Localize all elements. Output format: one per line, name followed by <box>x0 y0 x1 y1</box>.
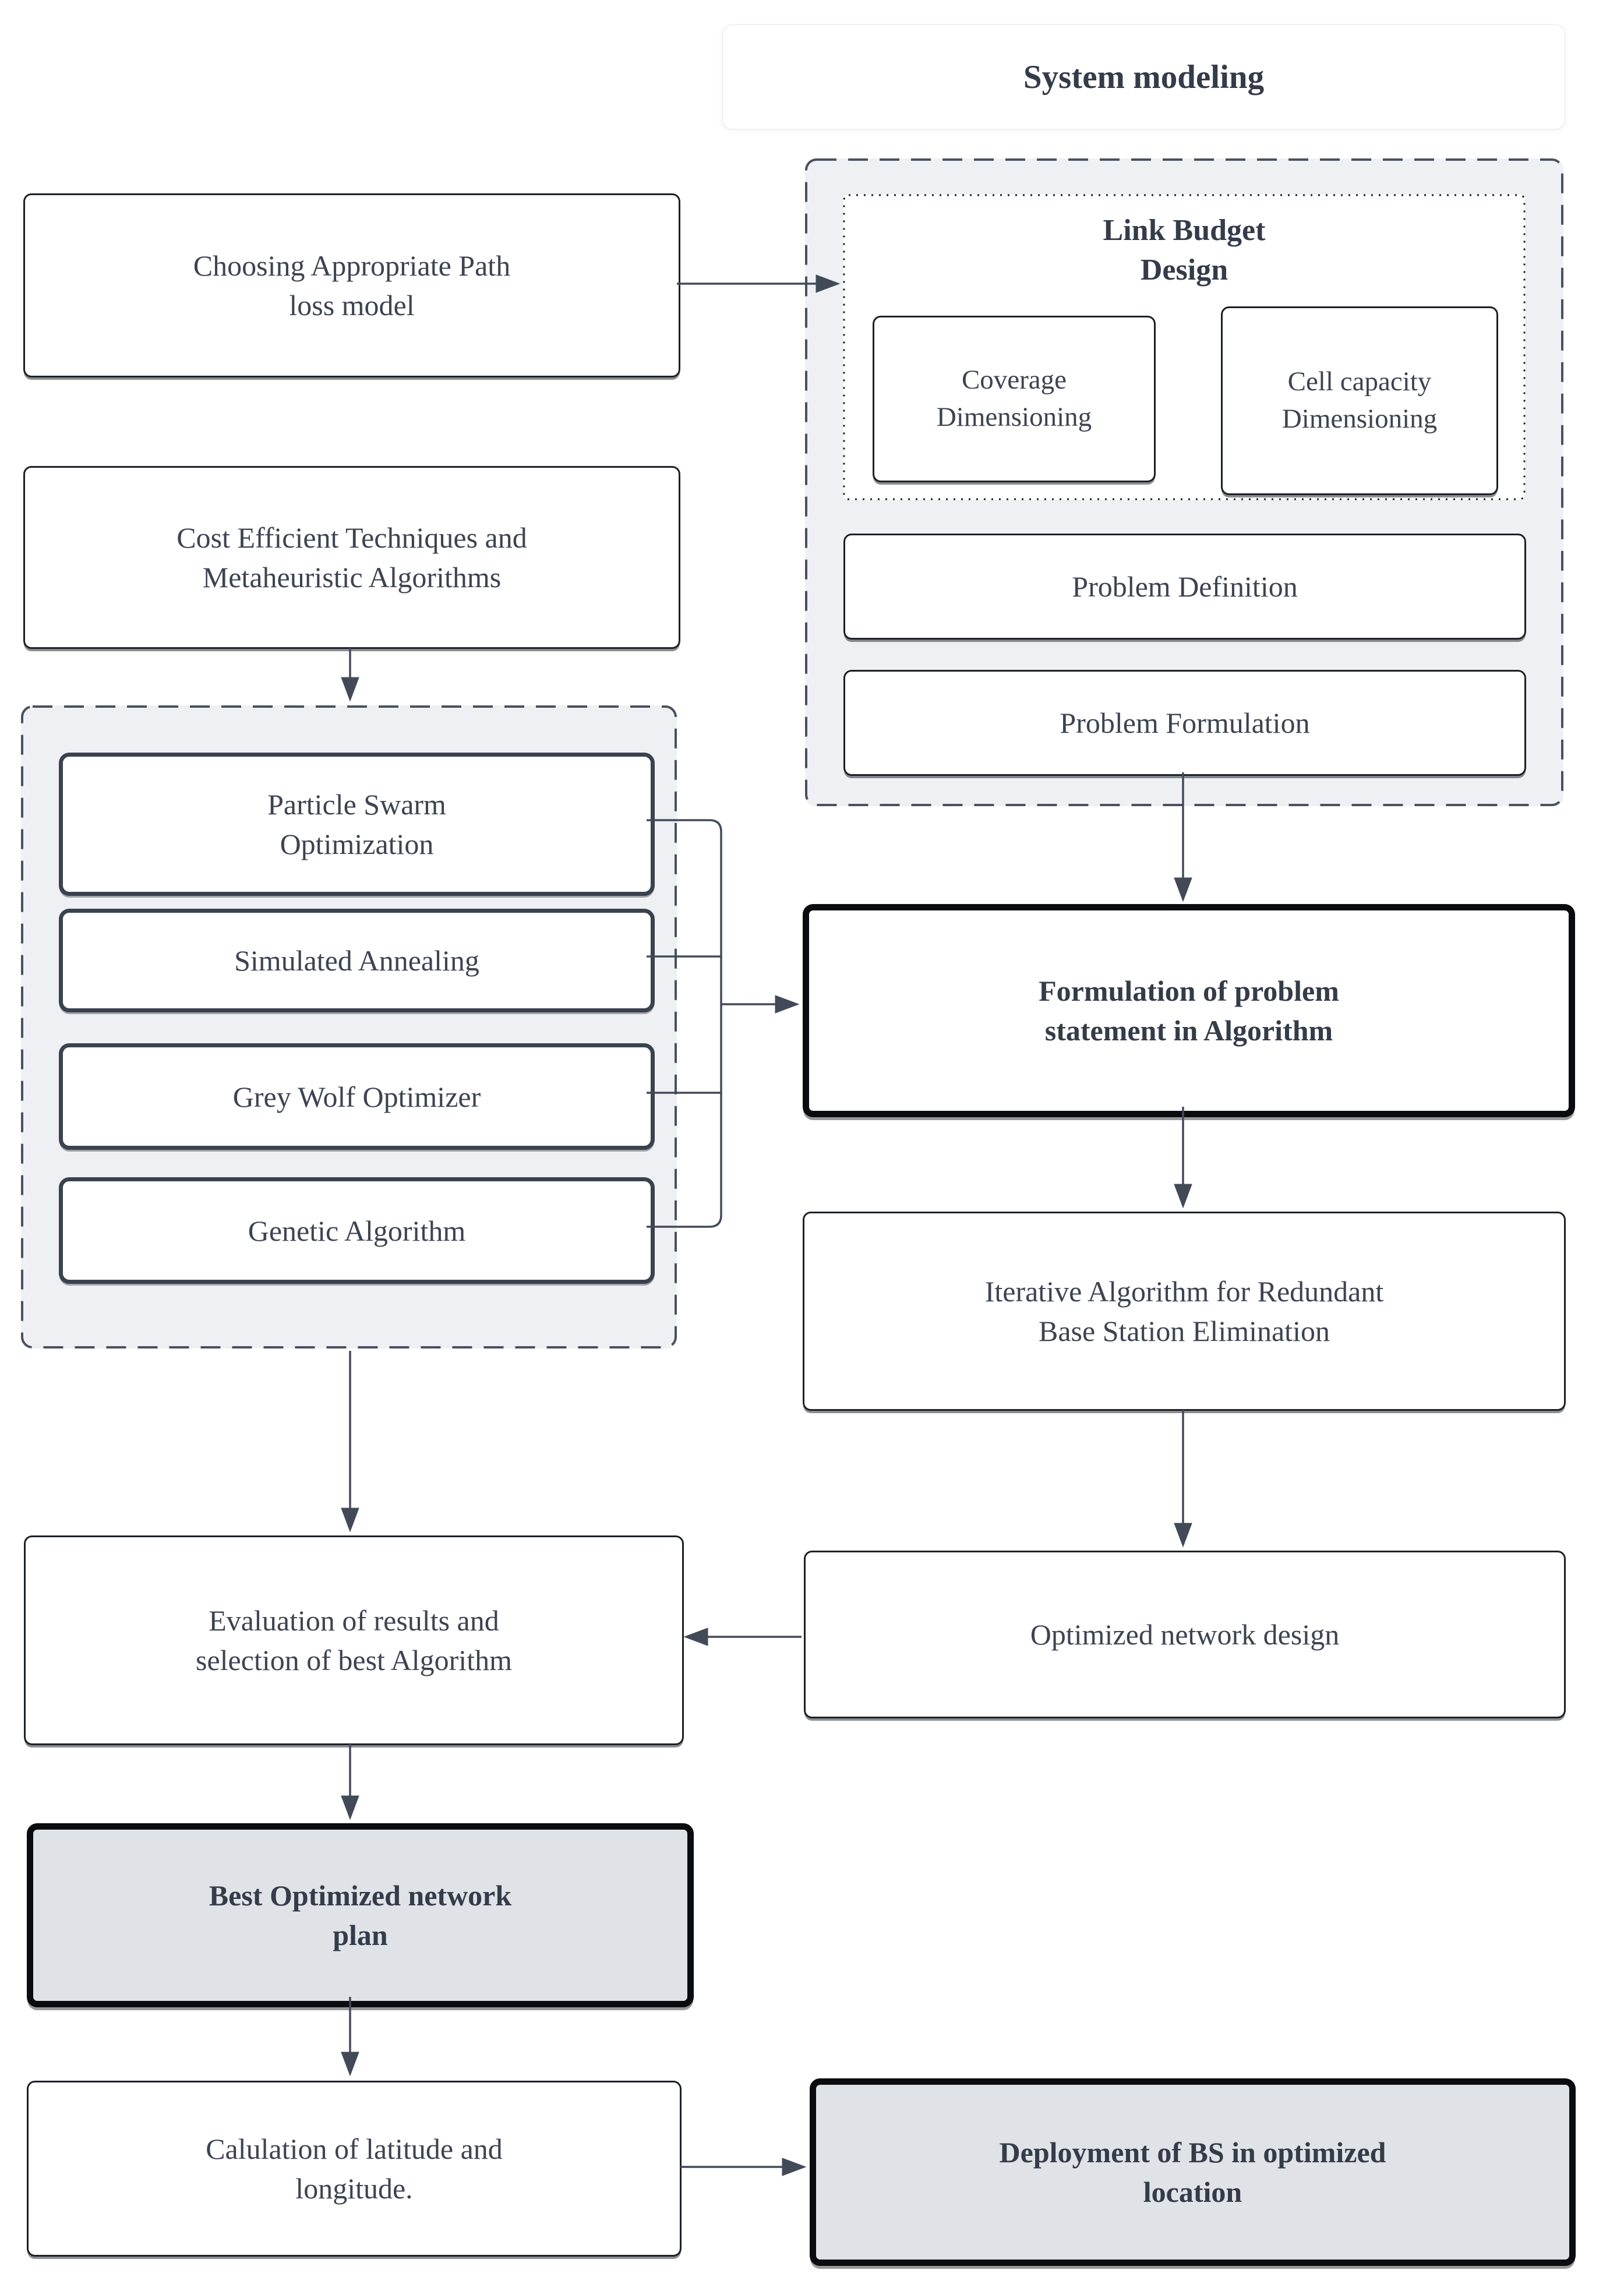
node-iterative-bs-elimination-label: Iterative Algorithm for Redundant Base S… <box>984 1275 1384 1347</box>
node-evaluation-of-results-label: Evaluation of results and selection of b… <box>196 1604 512 1676</box>
node-simulated-annealing: Simulated Annealing <box>59 909 655 1012</box>
node-cost-efficient-techniques: Cost Efficient Techniques and Metaheuris… <box>23 466 680 649</box>
node-simulated-annealing-label: Simulated Annealing <box>234 944 479 977</box>
node-formulation-problem-statement-label: Formulation of problem statement in Algo… <box>1039 975 1339 1047</box>
node-path-loss-model-label: Choosing Appropriate Path loss model <box>193 249 511 322</box>
node-deployment-of-bs: Deployment of BS in optimized location <box>810 2078 1576 2266</box>
node-coverage-dimensioning: Coverage Dimensioning <box>873 316 1156 482</box>
system-modeling-header: System modeling <box>722 24 1565 129</box>
node-calculation-latitude-longitude-label: Calulation of latitude and longitude. <box>206 2133 503 2205</box>
node-best-optimized-network-plan: Best Optimized network plan <box>27 1823 694 2007</box>
node-path-loss-model: Choosing Appropriate Path loss model <box>23 193 680 377</box>
node-genetic-algorithm-label: Genetic Algorithm <box>248 1214 466 1247</box>
system-modeling-title: System modeling <box>1023 58 1265 96</box>
node-problem-formulation: Problem Formulation <box>843 670 1526 776</box>
node-calculation-latitude-longitude: Calulation of latitude and longitude. <box>27 2081 682 2257</box>
node-grey-wolf-optimizer: Grey Wolf Optimizer <box>59 1043 655 1150</box>
node-particle-swarm-optimization: Particle Swarm Optimization <box>59 753 655 896</box>
node-best-optimized-network-plan-label: Best Optimized network plan <box>209 1879 512 1951</box>
node-coverage-dimensioning-label: Coverage Dimensioning <box>936 365 1092 432</box>
node-cost-efficient-techniques-label: Cost Efficient Techniques and Metaheuris… <box>176 521 527 594</box>
node-genetic-algorithm: Genetic Algorithm <box>59 1177 655 1284</box>
node-optimized-network-design: Optimized network design <box>804 1551 1566 1718</box>
node-deployment-of-bs-label: Deployment of BS in optimized location <box>999 2136 1386 2208</box>
node-grey-wolf-optimizer-label: Grey Wolf Optimizer <box>232 1080 481 1113</box>
node-problem-definition: Problem Definition <box>843 534 1526 640</box>
node-cell-capacity-dimensioning-label: Cell capacity Dimensioning <box>1281 366 1438 434</box>
link-budget-design-title: Link Budget Design <box>1103 214 1266 287</box>
node-problem-formulation-label: Problem Formulation <box>1060 707 1310 739</box>
node-evaluation-of-results: Evaluation of results and selection of b… <box>24 1535 684 1745</box>
node-iterative-bs-elimination: Iterative Algorithm for Redundant Base S… <box>803 1212 1566 1411</box>
node-problem-definition-label: Problem Definition <box>1072 570 1298 603</box>
node-cell-capacity-dimensioning: Cell capacity Dimensioning <box>1221 306 1498 495</box>
node-optimized-network-design-label: Optimized network design <box>1030 1618 1340 1651</box>
node-formulation-problem-statement: Formulation of problem statement in Algo… <box>803 904 1575 1117</box>
node-particle-swarm-optimization-label: Particle Swarm Optimization <box>267 788 446 860</box>
